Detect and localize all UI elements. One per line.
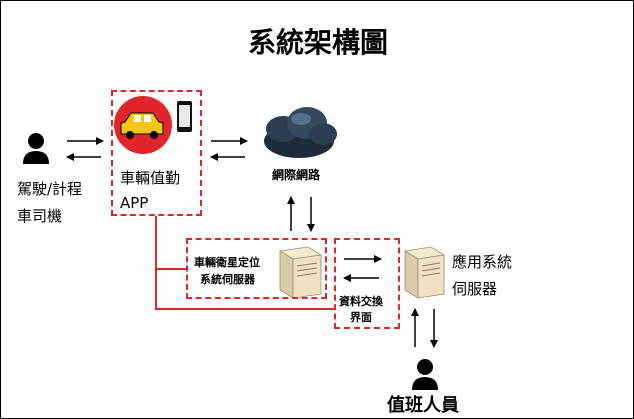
app-label-line1: 車輛值勤 xyxy=(120,169,181,187)
gps-server-dashed-box xyxy=(186,238,327,299)
staff-person-icon xyxy=(412,359,438,390)
driver-label-line2: 車司機 xyxy=(17,207,63,225)
exchange-label-line1: 資料交換 xyxy=(339,295,383,308)
internet-label: 網際網路 xyxy=(272,168,321,182)
app-dashed-box xyxy=(111,90,202,216)
cloud-icon xyxy=(264,107,337,158)
red-link-app-exchange xyxy=(155,269,334,310)
exchange-dashed-box xyxy=(334,238,400,329)
red-link-app-gps xyxy=(155,216,186,270)
staff-label: 值班人員 xyxy=(387,395,459,416)
driver-label-line1: 駕駛/計程 xyxy=(17,180,83,198)
taxi-icon xyxy=(114,96,172,154)
gps-server-label-line1: 車輛衛星定位 xyxy=(194,256,260,269)
gps-server-label-line2: 系統伺服器 xyxy=(200,273,255,286)
exchange-label-line2: 界面 xyxy=(350,311,372,324)
phone-icon xyxy=(177,101,192,132)
app-label-line2: APP xyxy=(120,194,149,212)
diagram-title: 系統架構圖 xyxy=(247,26,388,59)
driver-person-icon xyxy=(23,133,49,164)
app-server-label-line2: 伺服器 xyxy=(452,280,498,298)
app-server-icon xyxy=(403,246,446,299)
gps-server-icon xyxy=(278,246,323,299)
app-server-label-line1: 應用系統 xyxy=(452,253,513,271)
